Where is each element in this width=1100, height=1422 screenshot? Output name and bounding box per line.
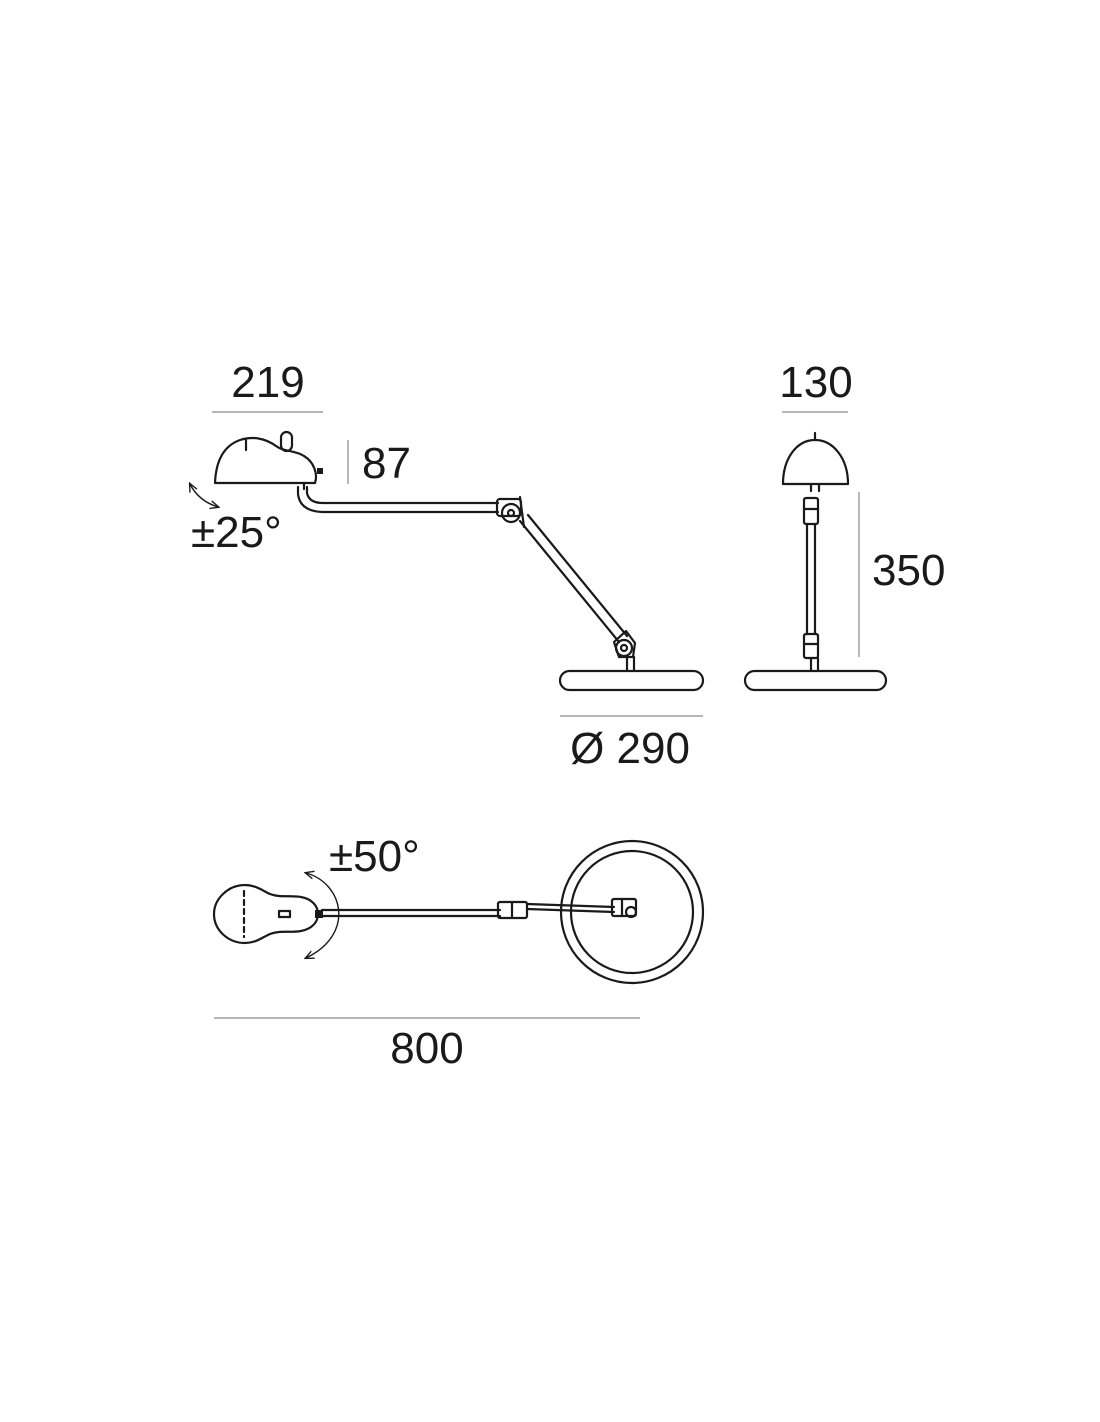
lamp-head-top — [212, 883, 323, 945]
lower-joint-front — [802, 632, 820, 673]
side-view: 219 87 ±25° — [190, 358, 705, 773]
total-length-label: 800 — [390, 1024, 463, 1073]
base-top — [559, 839, 705, 985]
stem-side — [625, 655, 636, 673]
upper-joint-side — [495, 495, 526, 529]
shade-width-label: 219 — [231, 358, 304, 407]
front-view: 130 350 — [743, 358, 945, 692]
shade-tilt-arrow — [190, 484, 218, 507]
arm-front — [805, 522, 817, 636]
depth-label: 130 — [779, 358, 852, 407]
base-front — [743, 669, 888, 692]
shade-height-label: 87 — [362, 439, 411, 488]
lower-joint-side — [612, 629, 637, 659]
upper-arm-side — [296, 485, 500, 514]
upper-joint-front — [802, 496, 820, 526]
lower-joint-top — [610, 897, 638, 919]
base-side — [558, 669, 705, 692]
lamp-shade-front — [781, 431, 850, 493]
base-diameter-label: Ø 290 — [570, 724, 690, 773]
top-view: ±50° — [212, 832, 705, 1073]
lamp-shade-side — [213, 430, 323, 491]
lower-arm-side — [518, 513, 629, 644]
upper-joint-top — [496, 900, 529, 920]
head-rotation-label: ±50° — [329, 832, 420, 881]
shade-tilt-label: ±25° — [191, 508, 282, 557]
height-label: 350 — [872, 546, 945, 595]
